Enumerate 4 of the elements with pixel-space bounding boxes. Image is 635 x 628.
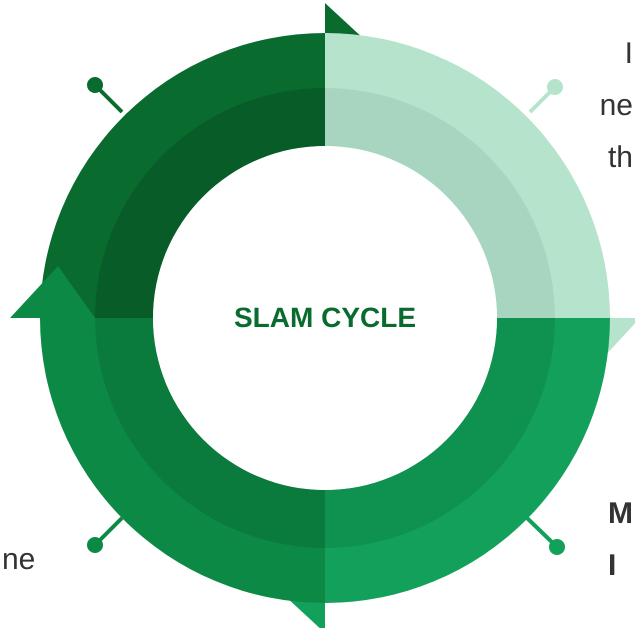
text-fragment: I ne th xyxy=(600,36,633,176)
center-label: SLAM CYCLE xyxy=(234,302,416,334)
text-fragment: ne xyxy=(2,542,36,578)
text-fragment: M I xyxy=(608,496,633,584)
